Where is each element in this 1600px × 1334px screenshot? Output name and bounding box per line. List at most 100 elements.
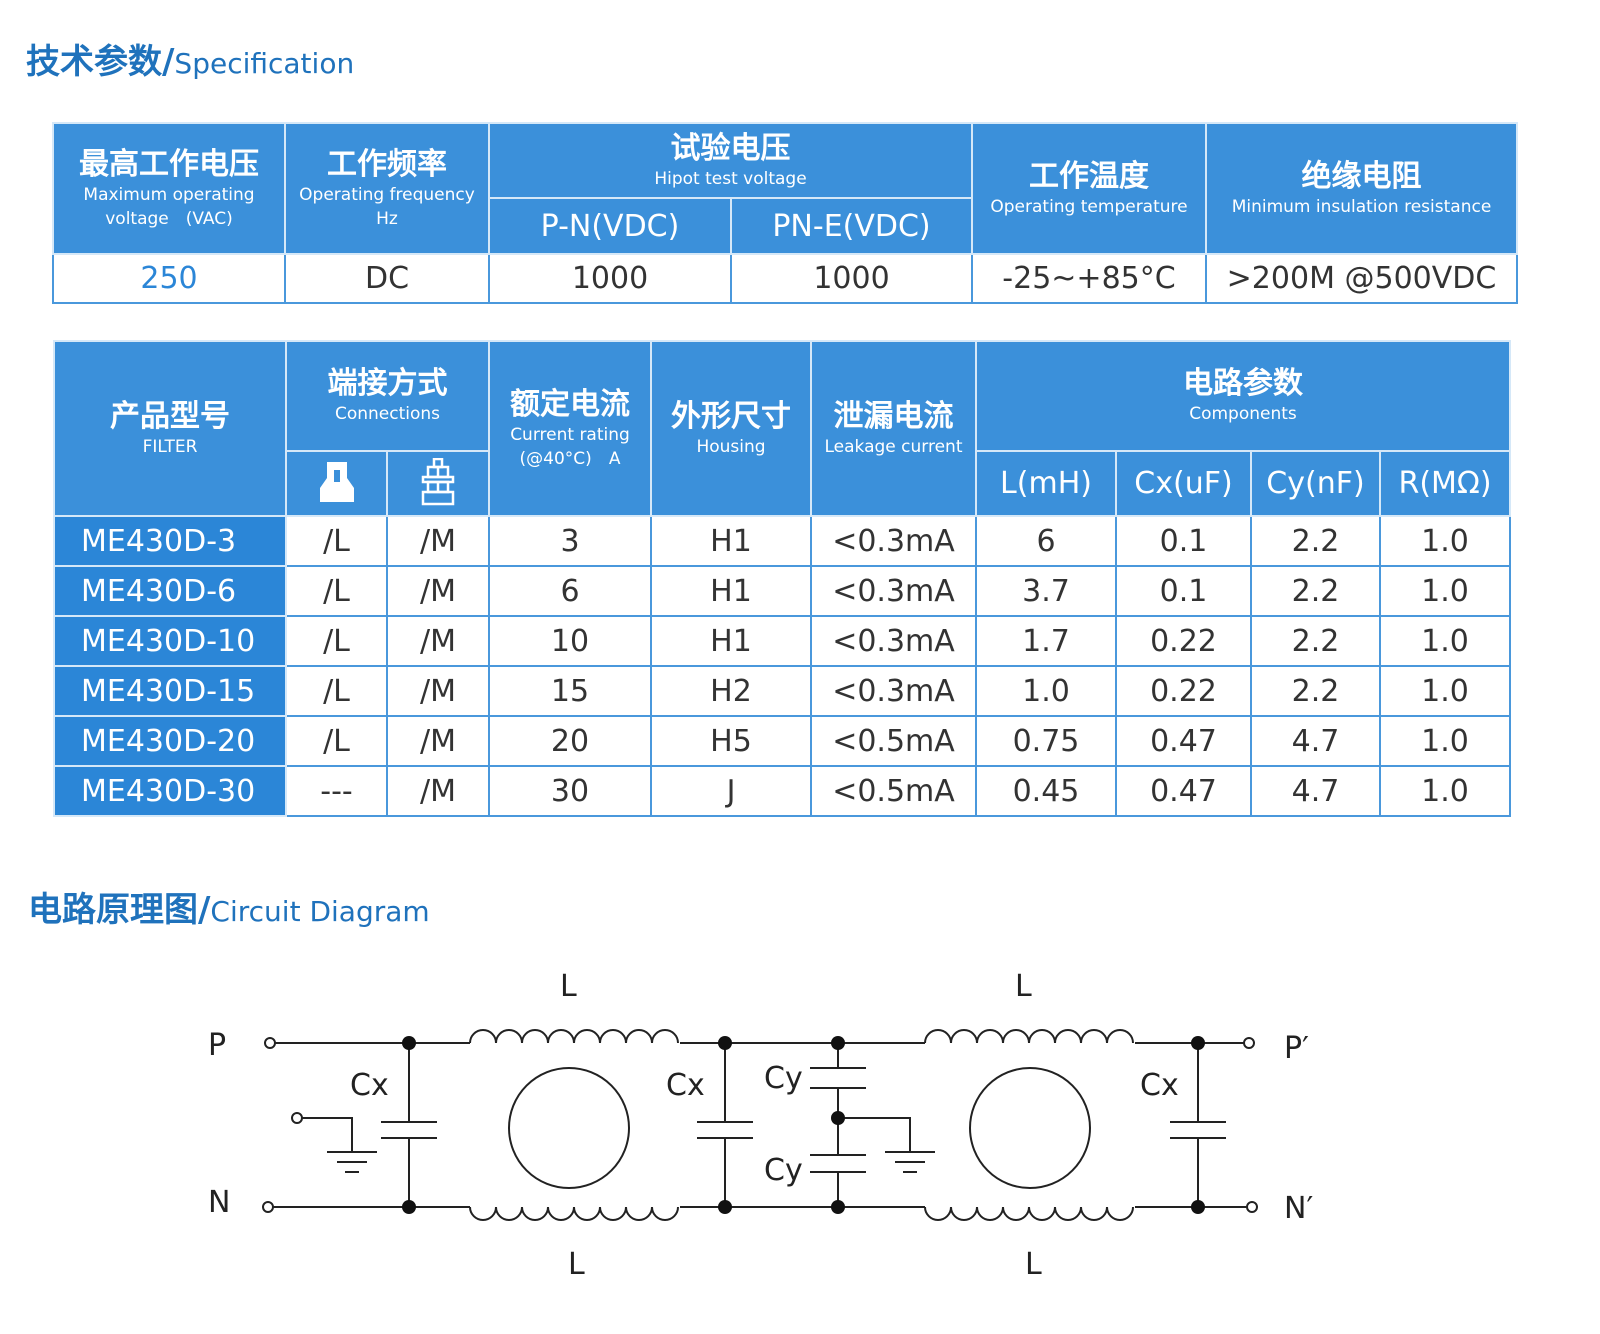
value-cell: 15 bbox=[488, 665, 652, 717]
inductor-label: L bbox=[1015, 969, 1032, 1004]
terminal-n2-label: N′ bbox=[1284, 1191, 1313, 1226]
value-cell: 3 bbox=[488, 515, 652, 567]
terminal-n-label: N bbox=[208, 1185, 230, 1220]
value-cell: J bbox=[650, 765, 812, 817]
value-cell: /M bbox=[386, 515, 490, 567]
value-cell: <0.3mA bbox=[810, 665, 977, 717]
value-cell: 6 bbox=[975, 515, 1117, 567]
cx-label: Cx bbox=[1140, 1068, 1179, 1103]
value-cell: 0.47 bbox=[1115, 715, 1252, 767]
inductor-label: L bbox=[560, 969, 577, 1004]
value-cell: 1.0 bbox=[1379, 765, 1511, 817]
value-cell: 1.7 bbox=[975, 615, 1117, 667]
terminal-p-label: P bbox=[208, 1028, 226, 1063]
screw-terminal-icon bbox=[386, 450, 490, 517]
value-cell: 1.0 bbox=[1379, 715, 1511, 767]
value-cell: /L bbox=[285, 665, 388, 717]
value-cell: /M bbox=[386, 615, 490, 667]
cx-label: Cx bbox=[350, 1068, 389, 1103]
value-cell: <0.3mA bbox=[810, 565, 977, 617]
value-cell: 1.0 bbox=[1379, 565, 1511, 617]
lug-terminal-icon bbox=[285, 450, 388, 517]
value-cell: 2.2 bbox=[1250, 565, 1381, 617]
terminal-p2-label: P′ bbox=[1284, 1031, 1309, 1066]
value-cell: <0.5mA bbox=[810, 765, 977, 817]
value-cell: 1.0 bbox=[1379, 615, 1511, 667]
cy-label: Cy bbox=[764, 1153, 803, 1188]
value-cell: H2 bbox=[650, 665, 812, 717]
value-cell: 0.1 bbox=[1115, 515, 1252, 567]
value-cell: 2.2 bbox=[1250, 615, 1381, 667]
model-cell: ME430D-10 bbox=[53, 615, 287, 667]
value-cell: /M bbox=[386, 665, 490, 717]
value-cell: 2.2 bbox=[1250, 665, 1381, 717]
model-cell: ME430D-30 bbox=[53, 765, 287, 817]
value-cell: --- bbox=[285, 765, 388, 817]
value-cell: H1 bbox=[650, 615, 812, 667]
value-cell: 0.47 bbox=[1115, 765, 1252, 817]
value-frequency: DC bbox=[284, 253, 490, 304]
value-cell: /L bbox=[285, 715, 388, 767]
header-cy: Cy(nF) bbox=[1250, 450, 1381, 517]
cx-label: Cx bbox=[666, 1068, 705, 1103]
value-pn: 1000 bbox=[488, 253, 732, 304]
value-cell: <0.3mA bbox=[810, 615, 977, 667]
model-cell: ME430D-15 bbox=[53, 665, 287, 717]
value-cell: 0.22 bbox=[1115, 665, 1252, 717]
value-cell: /L bbox=[285, 615, 388, 667]
value-cell: H1 bbox=[650, 515, 812, 567]
value-cell: 30 bbox=[488, 765, 652, 817]
header-l: L(mH) bbox=[975, 450, 1117, 517]
header-pne: PN-E(VDC) bbox=[730, 197, 973, 255]
value-cell: 4.7 bbox=[1250, 715, 1381, 767]
value-cell: /L bbox=[285, 565, 388, 617]
circuit-title: 电路原理图/Circuit Diagram bbox=[28, 890, 430, 930]
value-cell: H5 bbox=[650, 715, 812, 767]
value-cell: 0.22 bbox=[1115, 615, 1252, 667]
value-pne: 1000 bbox=[730, 253, 973, 304]
model-cell: ME430D-20 bbox=[53, 715, 287, 767]
model-cell: ME430D-3 bbox=[53, 515, 287, 567]
value-cell: 1.0 bbox=[1379, 515, 1511, 567]
value-cell: 2.2 bbox=[1250, 515, 1381, 567]
value-cell: /M bbox=[386, 715, 490, 767]
value-insulation: >200M @500VDC bbox=[1205, 253, 1518, 304]
value-cell: 0.1 bbox=[1115, 565, 1252, 617]
header-r: R(MΩ) bbox=[1379, 450, 1511, 517]
header-pn: P-N(VDC) bbox=[488, 197, 732, 255]
value-cell: /L bbox=[285, 515, 388, 567]
value-cell: 6 bbox=[488, 565, 652, 617]
value-cell: <0.5mA bbox=[810, 715, 977, 767]
value-cell: H1 bbox=[650, 565, 812, 617]
value-cell: 10 bbox=[488, 615, 652, 667]
value-cell: /M bbox=[386, 565, 490, 617]
value-cell: <0.3mA bbox=[810, 515, 977, 567]
value-cell: /M bbox=[386, 765, 490, 817]
value-cell: 0.75 bbox=[975, 715, 1117, 767]
value-cell: 1.0 bbox=[1379, 665, 1511, 717]
circuit-diagram: L L L L Cx Cx Cx Cy Cy P N P′ N′ bbox=[208, 969, 1313, 1282]
value-cell: 1.0 bbox=[975, 665, 1117, 717]
value-temperature: -25~+85°C bbox=[971, 253, 1207, 304]
header-cx: Cx(uF) bbox=[1115, 450, 1252, 517]
value-cell: 20 bbox=[488, 715, 652, 767]
model-cell: ME430D-6 bbox=[53, 565, 287, 617]
value-max-voltage: 250 bbox=[52, 253, 286, 304]
